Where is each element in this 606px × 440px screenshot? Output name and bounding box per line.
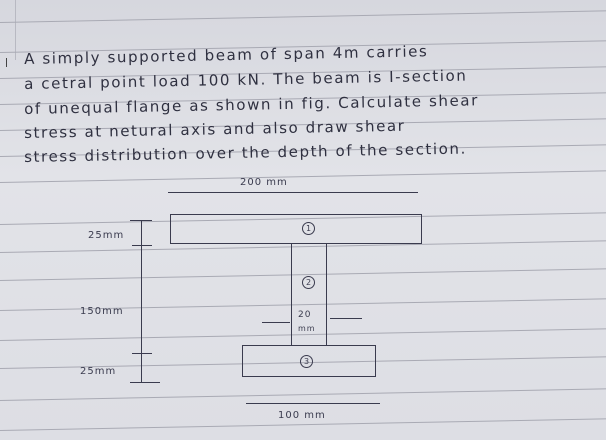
bottom-flange — [242, 345, 376, 377]
dim-tick — [132, 245, 152, 247]
dim-tick — [130, 220, 152, 222]
dim-tick — [130, 382, 160, 384]
web — [291, 243, 327, 346]
question-marker — [6, 58, 10, 67]
ruled-line — [0, 9, 606, 23]
web-arrow-right — [330, 318, 362, 320]
part-3-marker: 3 — [300, 355, 313, 368]
top-flange-thickness-label: 25mm — [88, 230, 125, 241]
dim-tick — [132, 353, 152, 355]
problem-line-3: of unequal flange as shown in fig. Calcu… — [24, 91, 480, 118]
web-thickness-value: 20 — [298, 310, 312, 320]
top-flange — [170, 214, 422, 244]
web-thickness-unit: mm — [298, 324, 316, 333]
part-2-marker: 2 — [302, 276, 315, 289]
top-width-dimension-line — [168, 192, 418, 194]
depth-dimension-line — [141, 220, 143, 382]
problem-line-5: stress distribution over the depth of th… — [24, 139, 468, 166]
ruled-line — [0, 169, 606, 183]
top-flange-width-label: 200 mm — [240, 177, 288, 188]
bottom-flange-thickness-label: 25mm — [80, 366, 117, 377]
problem-line-1: A simply supported beam of span 4m carri… — [24, 42, 429, 68]
bottom-width-dimension-line — [246, 403, 380, 405]
web-arrow-left — [262, 322, 290, 324]
web-height-label: 150mm — [80, 306, 124, 317]
problem-line-2: a cetral point load 100 kN. The beam is … — [24, 66, 468, 93]
bottom-flange-width-label: 100 mm — [278, 410, 326, 421]
ruled-line — [0, 387, 606, 401]
part-1-marker: 1 — [302, 222, 315, 235]
margin-line — [15, 0, 16, 60]
problem-line-4: stress at netural axis and also draw she… — [24, 116, 406, 142]
